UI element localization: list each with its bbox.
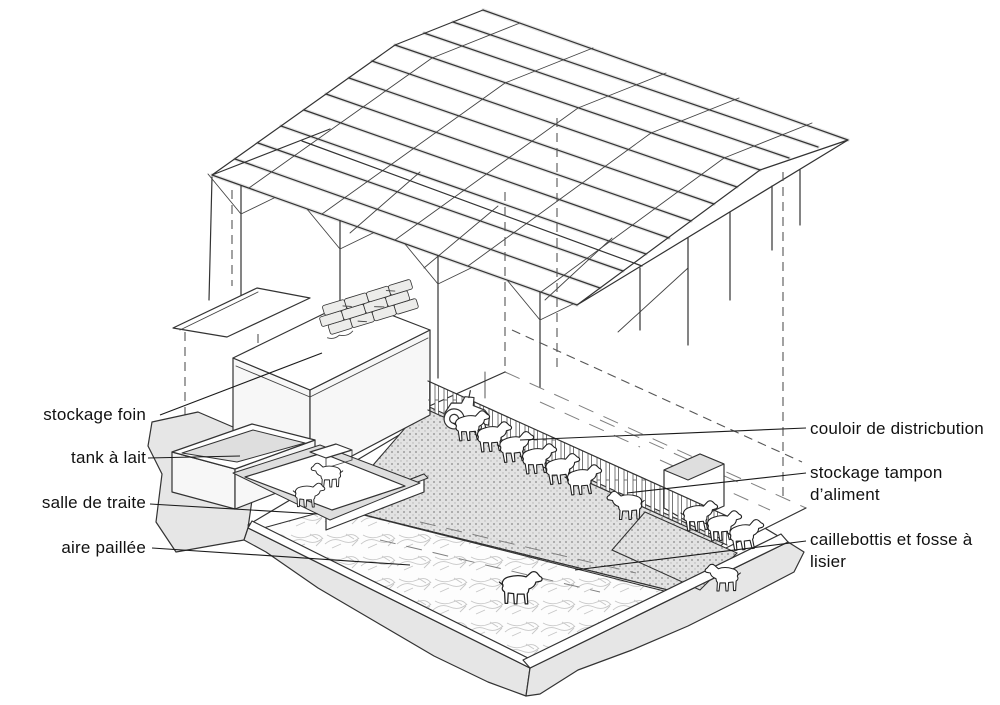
- roof-panel-sheet: [172, 287, 311, 338]
- leader-lines: [147, 352, 807, 571]
- milking-parlour: [232, 443, 421, 521]
- label-couloir-distribution: couloir de districbution: [810, 419, 984, 438]
- label-aire-paillee: aire paillée: [61, 538, 146, 557]
- hay-bales: [319, 279, 419, 339]
- roof-frame: [207, 8, 850, 391]
- label-caillebottis: caillebottis et fosse à lisier: [810, 530, 973, 571]
- label-stockage-foin: stockage foin: [43, 405, 146, 424]
- label-stockage-tampon: stockage tampon d’aliment: [810, 463, 943, 504]
- label-tank-a-lait: tank à lait: [71, 448, 146, 467]
- label-salle-de-traite: salle de traite: [41, 493, 146, 512]
